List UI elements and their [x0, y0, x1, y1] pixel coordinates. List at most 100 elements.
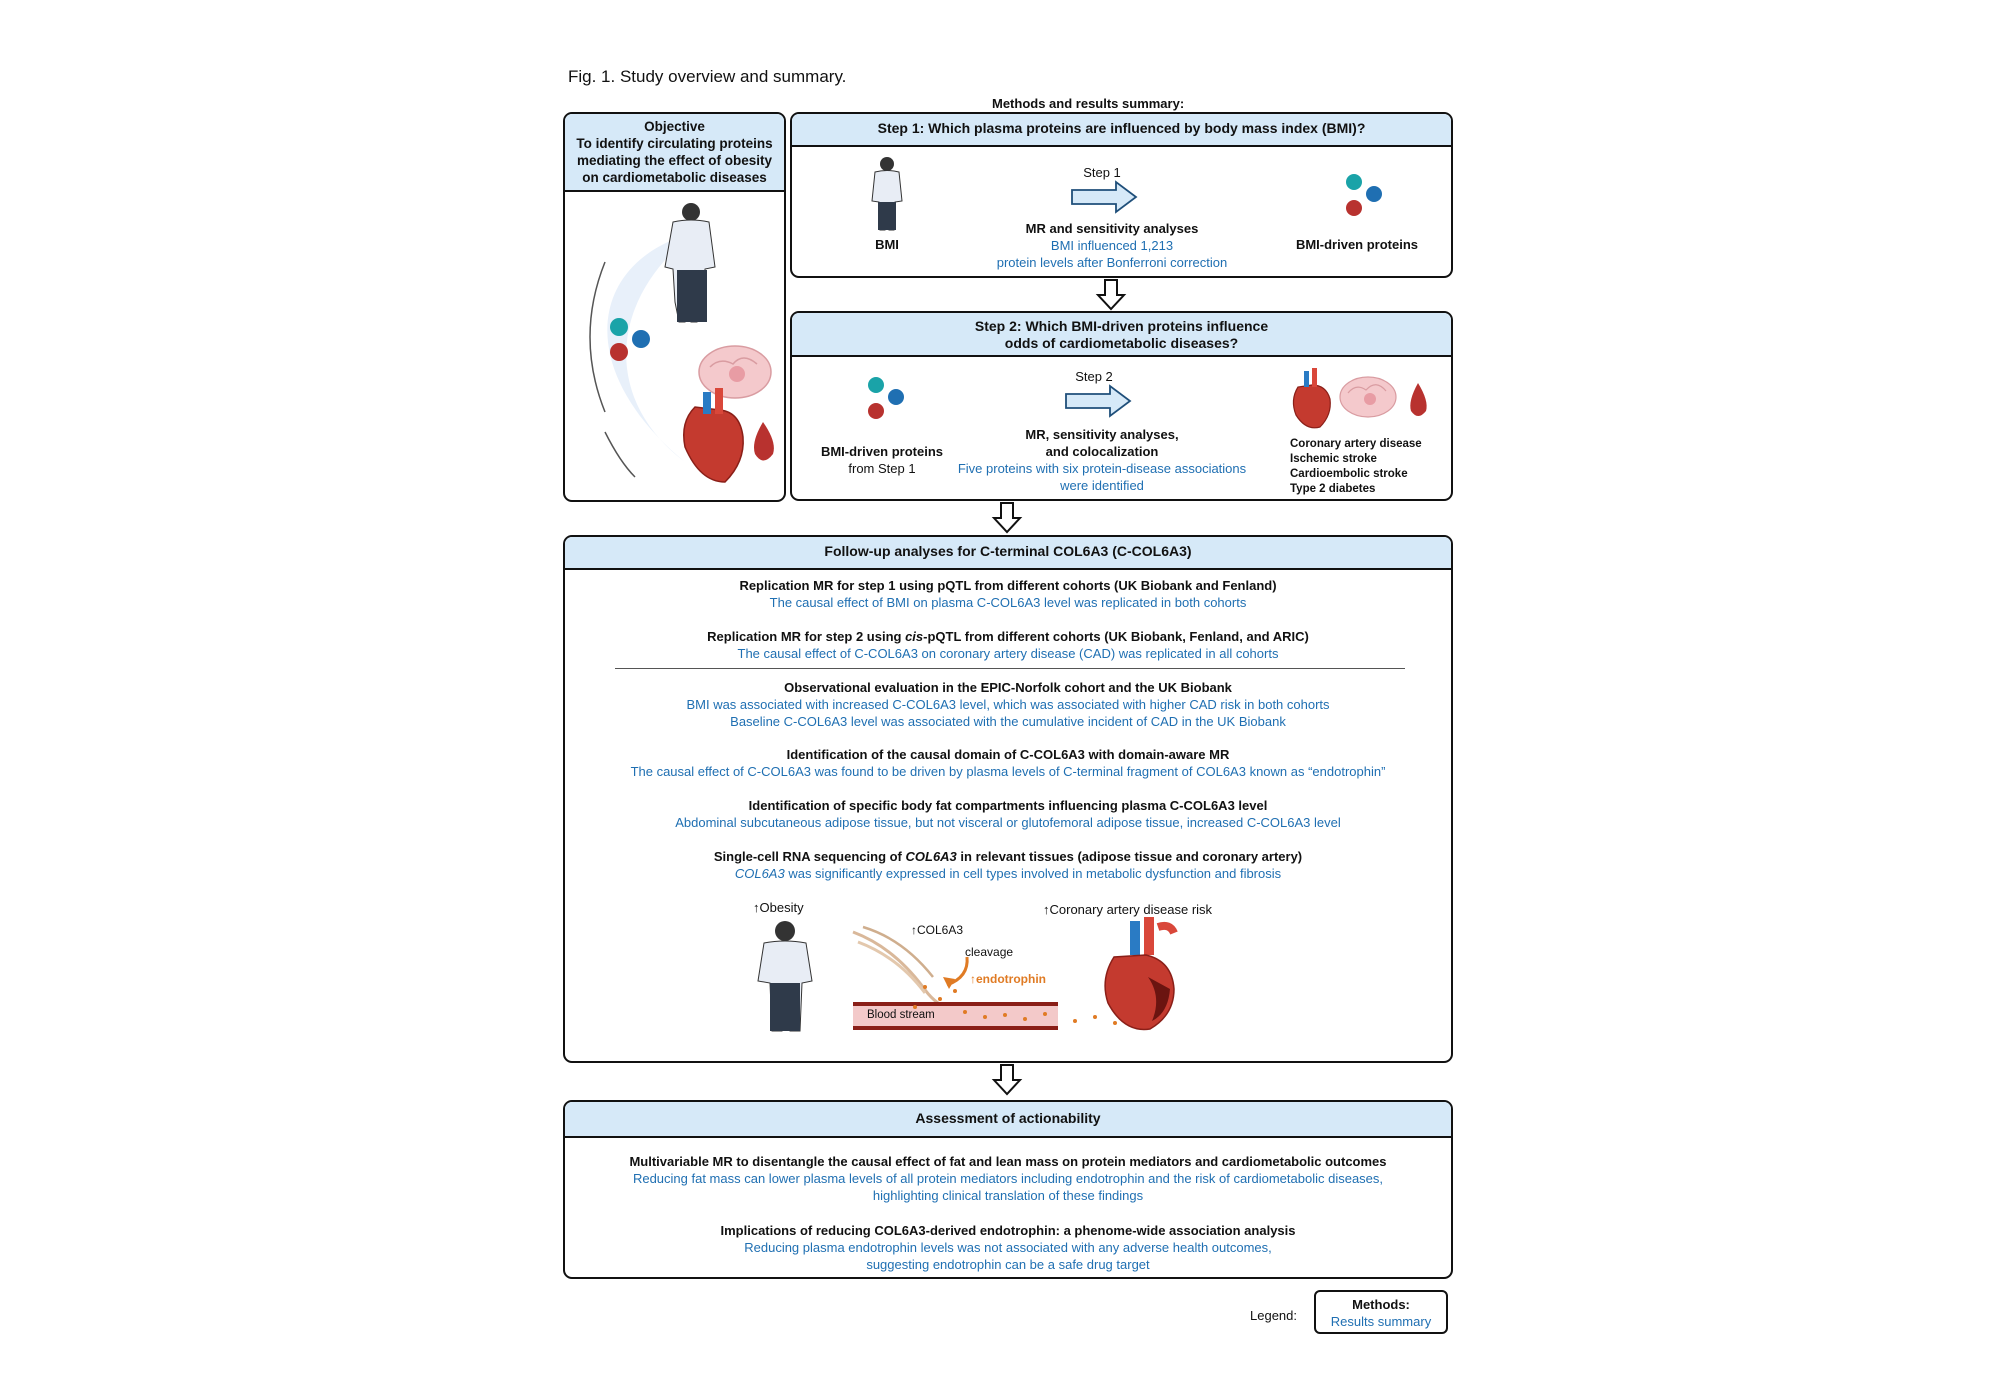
step1-right-label: BMI-driven proteins — [1295, 237, 1419, 252]
actionability-method-1: Multivariable MR to disentangle the caus… — [629, 1154, 1387, 1169]
flow-arc — [607, 232, 695, 462]
flow-arrow-bottom — [604, 431, 636, 478]
followup-method-4: Identification of the causal domain of C… — [786, 747, 1230, 762]
step2-method-2: and colocalization — [1045, 444, 1159, 459]
followup-box: Follow-up analyses for C-terminal COL6A3… — [563, 535, 1453, 1063]
cad-heart-icon — [1104, 917, 1178, 1031]
objective-text-2: mediating the effect of obesity — [576, 153, 773, 168]
blood-stream-label: Blood stream — [867, 1009, 935, 1021]
brain-icon — [1339, 376, 1397, 418]
followup-result-3a: BMI was associated with increased C-COL6… — [686, 697, 1330, 712]
step2-result-1: Five proteins with six protein-disease a… — [957, 461, 1247, 476]
objective-header: Objective To identify circulating protei… — [565, 114, 784, 192]
followup-result-1: The causal effect of BMI on plasma C-COL… — [769, 595, 1247, 610]
followup-result-5: Abdominal subcutaneous adipose tissue, b… — [675, 815, 1341, 830]
actionability-item-1: Multivariable MR to disentangle the caus… — [565, 1153, 1451, 1204]
down-arrow-icon-2 — [991, 502, 1023, 534]
endotrophin-label: ↑endotrophin — [970, 972, 1046, 986]
step2-box: Step 2: Which BMI-driven proteins influe… — [790, 311, 1453, 501]
protein-red-icon — [610, 343, 628, 361]
step2-disease-icons — [1292, 368, 1427, 429]
followup-method-6-italic: COL6A3 — [905, 849, 957, 864]
step2-result-2: were identified — [1060, 478, 1144, 493]
step1-result-1: BMI influenced 1,213 — [1050, 238, 1174, 253]
objective-title: Objective — [644, 119, 705, 134]
step1-left-label: BMI — [875, 237, 899, 252]
legend-methods: Methods: — [1352, 1297, 1410, 1312]
followup-item-2: Replication MR for step 2 using cis-pQTL… — [565, 628, 1451, 662]
followup-header: Follow-up analyses for C-terminal COL6A3… — [565, 537, 1451, 570]
followup-result-4: The causal effect of C-COL6A3 was found … — [630, 764, 1386, 779]
step1-box: Step 1: Which plasma proteins are influe… — [790, 112, 1453, 278]
followup-method-6-post: in relevant tissues (adipose tissue and … — [956, 849, 1303, 864]
objective-text-1: To identify circulating proteins — [576, 136, 773, 151]
step1-arrow-label: Step 1 — [1083, 165, 1121, 180]
followup-result-6-post: was significantly expressed in cell type… — [784, 866, 1282, 881]
followup-method-2: Replication MR for step 2 using cis-pQTL… — [565, 628, 1451, 645]
actionability-result-1a: Reducing fat mass can lower plasma level… — [632, 1171, 1384, 1186]
step2-right-arrow-icon — [1065, 384, 1132, 418]
followup-divider — [615, 668, 1405, 669]
followup-method-6-pre: Single-cell RNA sequencing of — [713, 849, 906, 864]
objective-text-3: on cardiometabolic diseases — [582, 170, 767, 185]
protein-teal-icon — [610, 318, 628, 336]
followup-method-3: Observational evaluation in the EPIC-Nor… — [784, 680, 1232, 695]
disease-4: Type 2 diabetes — [1290, 483, 1376, 495]
step1-proteins-icon — [1346, 174, 1382, 216]
step1-header: Step 1: Which plasma proteins are influe… — [792, 114, 1451, 147]
step2-proteins-icon — [868, 377, 904, 419]
objective-illustration — [589, 203, 774, 483]
followup-item-3: Observational evaluation in the EPIC-Nor… — [565, 679, 1451, 730]
followup-result-3b: Baseline C-COL6A3 level was associated w… — [730, 714, 1286, 729]
blood-stream: Blood stream — [853, 1002, 1058, 1030]
followup-item-6: Single-cell RNA sequencing of COL6A3 in … — [565, 848, 1451, 882]
step2-header: Step 2: Which BMI-driven proteins influe… — [792, 313, 1451, 357]
cleavage-label: cleavage — [965, 945, 1014, 959]
step2-arrow-label: Step 2 — [1075, 369, 1113, 384]
actionability-box: Assessment of actionability Multivariabl… — [563, 1100, 1453, 1279]
step2-left-label-1: BMI-driven proteins — [820, 444, 944, 459]
down-arrow-icon-1 — [1095, 279, 1127, 311]
step1-method: MR and sensitivity analyses — [1025, 221, 1199, 236]
disease-3: Cardioembolic stroke — [1290, 468, 1408, 480]
obesity-label: ↑Obesity — [753, 900, 804, 915]
followup-method-2-pre: Replication MR for step 2 using — [707, 629, 906, 644]
flow-arrow-left — [589, 261, 606, 413]
person-icon — [664, 203, 716, 323]
followup-item-1: Replication MR for step 1 using pQTL fro… — [565, 577, 1451, 611]
disease-1: Coronary artery disease — [1290, 438, 1422, 450]
followup-method-6: Single-cell RNA sequencing of COL6A3 in … — [565, 848, 1451, 865]
followup-method-5: Identification of specific body fat comp… — [748, 798, 1268, 813]
actionability-result-2b: suggesting endotrophin can be a safe dru… — [866, 1257, 1150, 1272]
actionability-header: Assessment of actionability — [565, 1102, 1451, 1138]
actionability-result-1b: highlighting clinical translation of the… — [872, 1188, 1144, 1203]
legend-box: Methods: Results summary — [1314, 1290, 1448, 1334]
down-arrow-icon-3 — [991, 1064, 1023, 1096]
actionability-result-2a: Reducing plasma endotrophin levels was n… — [744, 1240, 1272, 1255]
blood-drop-icon — [754, 422, 774, 461]
step2-method-1: MR, sensitivity analyses, — [1025, 427, 1179, 442]
endotrophin-dots — [913, 985, 1137, 1025]
actionability-method-2: Implications of reducing COL6A3-derived … — [720, 1223, 1296, 1238]
step1-result-2: protein levels after Bonferroni correcti… — [996, 255, 1228, 270]
legend-label: Legend: — [1250, 1308, 1297, 1323]
step1-person-icon — [871, 157, 903, 231]
col6a3-label: ↑COL6A3 — [911, 923, 964, 937]
brain-icon — [698, 345, 772, 399]
followup-method-2-italic: cis — [905, 629, 924, 644]
followup-item-4: Identification of the causal domain of C… — [565, 746, 1451, 780]
objective-box: Objective To identify circulating protei… — [563, 112, 786, 502]
step2-header-1: Step 2: Which BMI-driven proteins influe… — [974, 318, 1269, 334]
figure-title: Fig. 1. Study overview and summary. — [568, 67, 847, 86]
blood-drop-icon — [1410, 383, 1427, 416]
disease-2: Ischemic stroke — [1290, 453, 1377, 465]
followup-result-6: COL6A3 was significantly expressed in ce… — [565, 865, 1451, 882]
followup-item-5: Identification of specific body fat comp… — [565, 797, 1451, 831]
obesity-person-icon — [757, 921, 813, 1032]
step2-header-2: odds of cardiometabolic diseases? — [1004, 335, 1239, 351]
step1-right-arrow-icon — [1071, 180, 1138, 214]
step2-left-label-2: from Step 1 — [848, 461, 916, 476]
heart-icon — [1292, 368, 1331, 429]
followup-method-2-post: -pQTL from different cohorts (UK Biobank… — [923, 629, 1309, 644]
followup-method-1: Replication MR for step 1 using pQTL fro… — [739, 578, 1277, 593]
